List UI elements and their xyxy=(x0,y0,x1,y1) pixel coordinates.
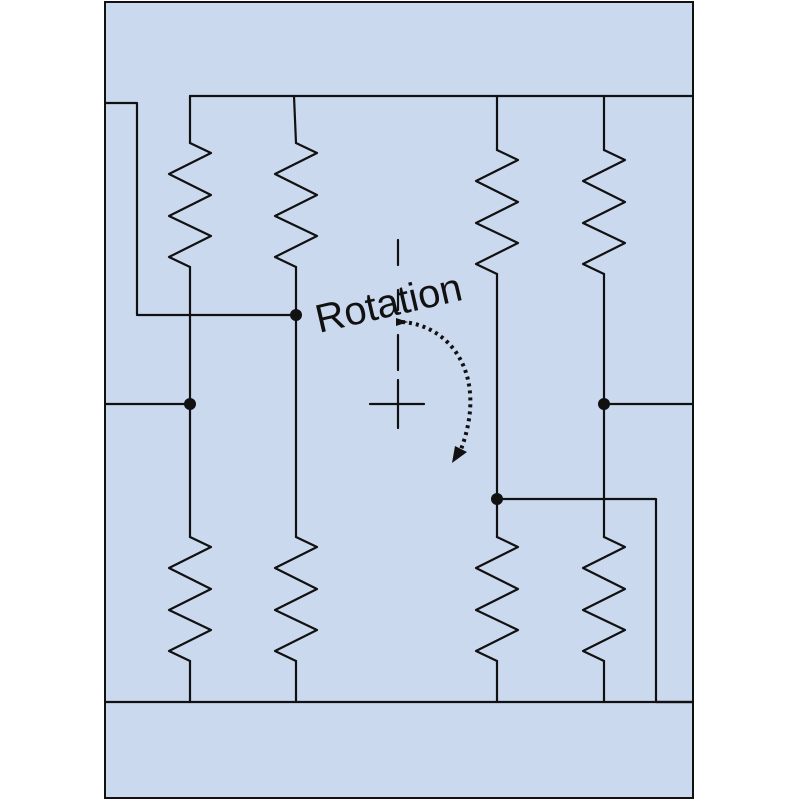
rotation-arrowhead-icon xyxy=(452,446,467,463)
rotation-tail-icon xyxy=(396,318,408,326)
right-signal-wire xyxy=(495,497,695,704)
resistor-top-4 xyxy=(581,148,627,276)
resistor-bottom-2 xyxy=(273,535,319,663)
resistor-bottom-3 xyxy=(474,535,520,663)
resistor-top-2 xyxy=(273,141,319,269)
junction-dot-3 xyxy=(598,398,610,410)
resistor-bottom-4 xyxy=(581,535,627,663)
junction-dot-2 xyxy=(184,398,196,410)
center-crosshair xyxy=(368,378,426,430)
resistor-bottom-1 xyxy=(167,535,213,663)
rotation-arrow-arc xyxy=(401,320,473,453)
resistor-top-1 xyxy=(167,141,213,269)
junction-dot-4 xyxy=(491,493,503,505)
resistor-top-3 xyxy=(474,148,520,276)
left-signal-wire xyxy=(103,101,298,317)
junction-dot-1 xyxy=(290,309,302,321)
